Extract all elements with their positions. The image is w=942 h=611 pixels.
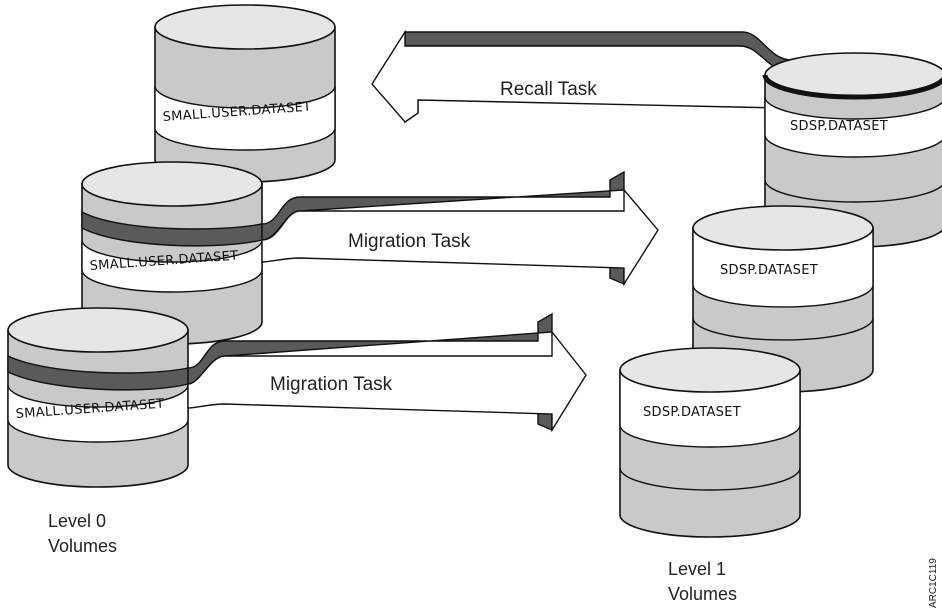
- dataset-label-sdsp-1: SDSP.DATASET: [790, 119, 888, 134]
- level0-cylinder-top: SMALL.USER.DATASET: [154, 4, 336, 183]
- recall-task-label: Recall Task: [500, 79, 597, 100]
- level0-label-line1: Level 0: [48, 511, 106, 531]
- migration-task-arrow-upper: Migration Task: [261, 170, 659, 287]
- level1-label-line2: Volumes: [668, 584, 737, 604]
- level0-cylinder-front: SMALL.USER.DATASET: [7, 307, 189, 488]
- level1-label-line1: Level 1: [668, 559, 726, 579]
- level0-label-line2: Volumes: [48, 536, 117, 556]
- level1-volumes-label: Level 1 Volumes: [668, 559, 737, 604]
- dataset-label-sdsp-2: SDSP.DATASET: [720, 263, 818, 278]
- recall-task-arrow: Recall Task: [371, 29, 798, 124]
- migration-task-label-upper: Migration Task: [348, 231, 471, 252]
- level0-volumes-label: Level 0 Volumes: [48, 511, 117, 556]
- dataset-label-sdsp-3: SDSP.DATASET: [643, 405, 741, 420]
- figure-id: ARC1C119: [928, 558, 939, 608]
- migration-task-label-lower: Migration Task: [270, 374, 393, 395]
- migration-task-arrow-lower: Migration Task: [187, 312, 587, 433]
- level0-cylinder-middle: SMALL.USER.DATASET: [81, 161, 263, 345]
- level1-cylinder-front: SDSP.DATASET: [619, 347, 801, 538]
